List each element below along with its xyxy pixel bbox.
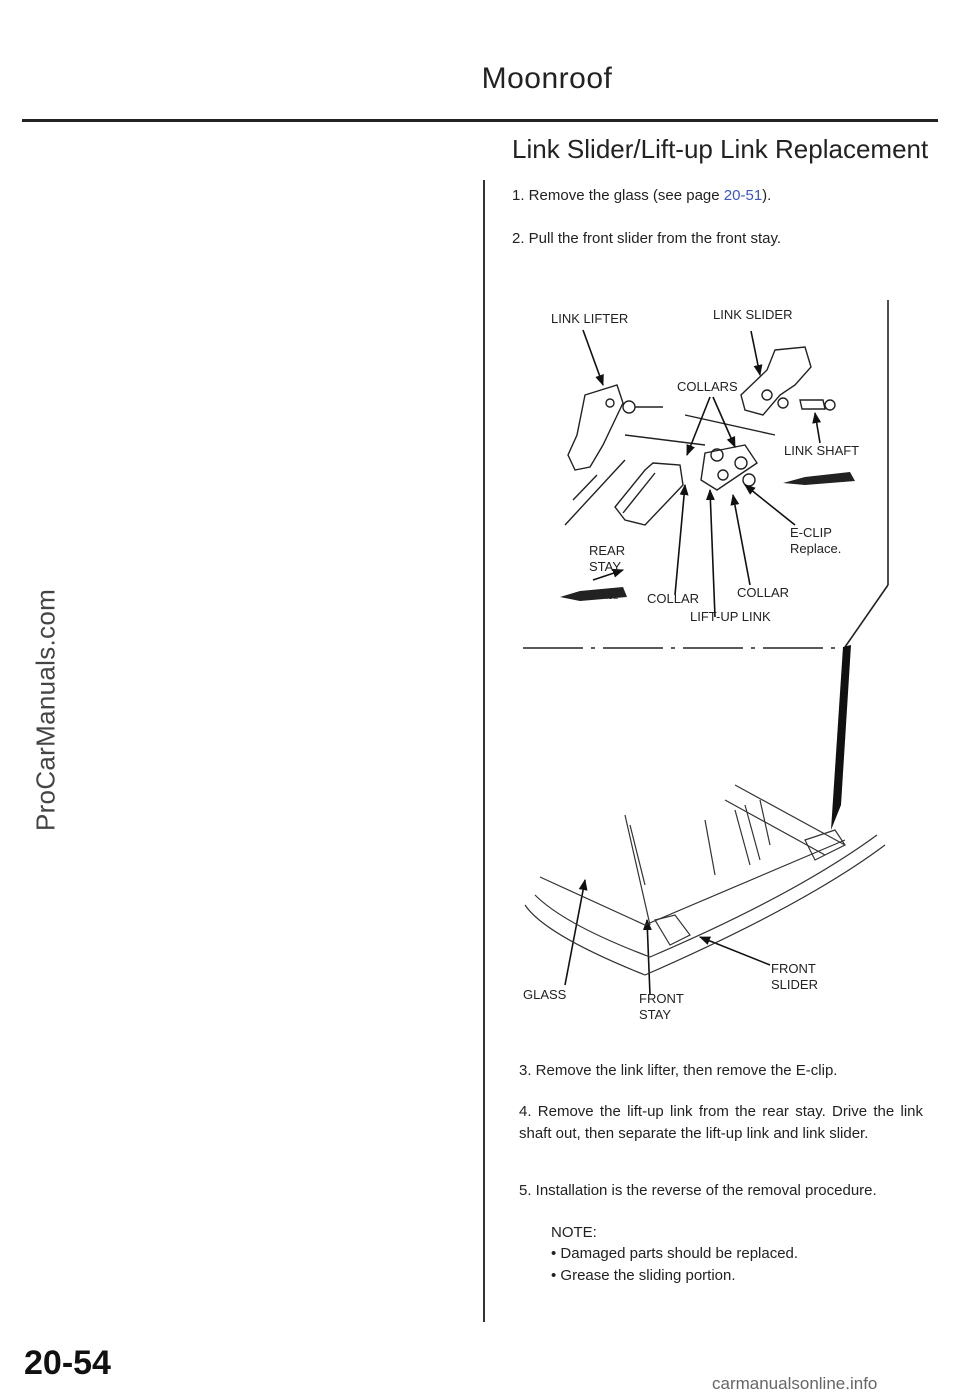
label-link-lifter: LINK LIFTER [551,311,628,326]
footer-site-text: carmanualsonline.info [712,1374,878,1393]
label-front-stay-1: FRONT [639,991,684,1006]
glass-panel [524,784,886,976]
column-rule [483,180,485,1322]
label-front-slider-2: SLIDER [771,977,818,992]
label-lift-up-link: LIFT-UP LINK [690,609,771,624]
label-e-clip: E-CLIP [790,525,832,540]
diagram-labels: LINK LIFTER LINK SLIDER COLLARS LINK SHA… [523,307,859,1022]
label-front-slider-1: FRONT [771,961,816,976]
grease-tubes: GREASE GREASE [560,472,855,601]
label-replace: Replace. [790,541,841,556]
label-link-slider: LINK SLIDER [713,307,792,322]
label-stay: STAY [589,559,621,574]
label-link-shaft: LINK SHAFT [784,443,859,458]
detail-pointer [831,645,851,830]
step-5: 5. Installation is the reverse of the re… [519,1182,877,1199]
label-collars: COLLARS [677,379,738,394]
watermark-text: ProCarManuals.com [30,588,61,832]
leader-arrows [564,329,822,996]
page-title: Moonroof [481,62,613,95]
link-lifter-part [564,384,663,526]
section-title: Link Slider/Lift-up Link Replacement [512,134,929,164]
header-rule [22,119,938,122]
note-title: NOTE: [551,1224,597,1241]
step-1-text: 1. Remove the glass (see page [512,187,724,204]
link-slider-part [740,346,836,416]
page-reference-link[interactable]: 20-51 [723,187,763,204]
label-front-stay-2: STAY [639,1007,671,1022]
label-collar-left: COLLAR [647,591,699,606]
note-item-1: • Damaged parts should be replaced. [551,1245,799,1262]
step-4: 4. Remove the lift-up link from the rear… [519,1103,923,1142]
step-1: 1. Remove the glass (see page 20-51). [512,185,771,207]
page-number: 20-54 [24,1344,111,1382]
rear-stay-part [614,462,684,526]
grease-label: GREASE [811,475,844,484]
step-1-suffix: ). [762,187,772,204]
label-glass: GLASS [523,987,567,1002]
detail-frame [523,300,889,649]
step-2: 2. Pull the front slider from the front … [512,230,782,247]
lift-up-link-part [624,414,776,491]
step-3: 3. Remove the link lifter, then remove t… [519,1062,838,1079]
label-collar-right: COLLAR [737,585,789,600]
label-rear: REAR [589,543,625,558]
grease-label-2: GREASE [585,592,618,601]
note-item-2: • Grease the sliding portion. [551,1267,736,1284]
moonroof-diagram: GREASE GREASE LINK LIFTER LINK SLIDER [523,300,889,1022]
